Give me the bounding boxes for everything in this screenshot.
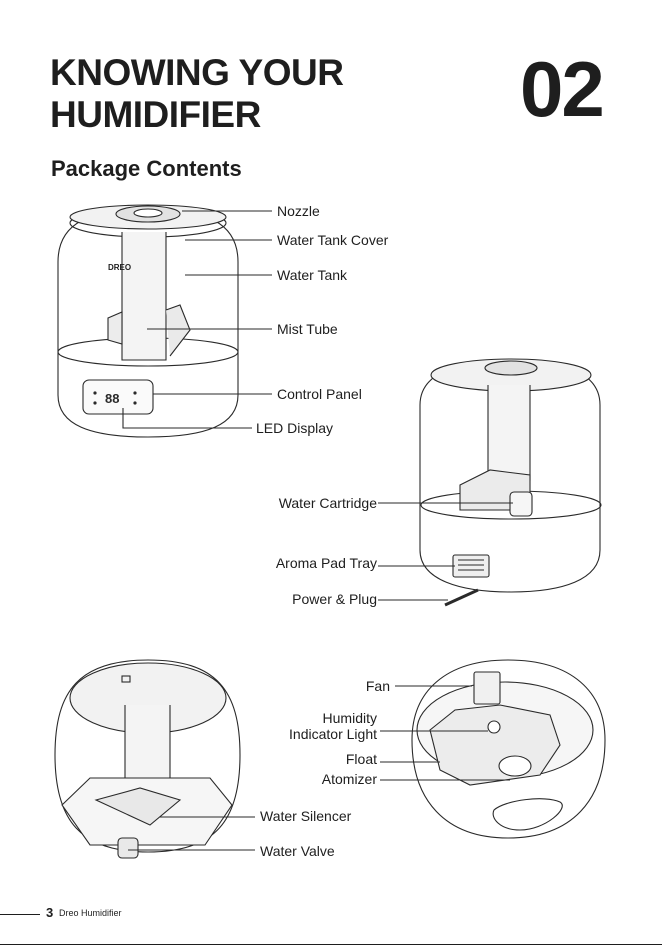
- bottom-rule: [0, 944, 662, 945]
- label-nozzle: Nozzle: [277, 203, 320, 219]
- label-led-display: LED Display: [256, 420, 333, 436]
- label-float: Float: [346, 751, 377, 767]
- label-mist-tube: Mist Tube: [277, 321, 338, 337]
- label-water-tank: Water Tank: [277, 267, 347, 283]
- label-power-plug: Power & Plug: [292, 591, 377, 607]
- footer-text: Dreo Humidifier: [59, 908, 122, 918]
- footer-page-number: 3: [46, 905, 53, 920]
- label-control-panel: Control Panel: [277, 386, 362, 402]
- base-interior-illustration: [380, 660, 605, 838]
- label-fan: Fan: [366, 678, 390, 694]
- label-water-tank-cover: Water Tank Cover: [277, 232, 388, 248]
- label-humidity-line-1: Humidity: [323, 710, 377, 726]
- label-water-silencer: Water Silencer: [260, 808, 351, 824]
- led-digits: 88: [105, 391, 119, 406]
- front-view-illustration: 88 DREO: [58, 205, 272, 437]
- label-water-valve: Water Valve: [260, 843, 335, 859]
- side-view-illustration: [378, 359, 601, 605]
- footer-rule: [0, 914, 40, 915]
- label-water-cartridge: Water Cartridge: [279, 495, 377, 511]
- label-atomizer: Atomizer: [322, 771, 377, 787]
- label-humidity-line-2: Indicator Light: [289, 726, 377, 742]
- label-aroma-pad-tray: Aroma Pad Tray: [276, 555, 377, 571]
- dreo-logo: DREO: [108, 263, 131, 272]
- bottom-view-illustration: [55, 660, 255, 858]
